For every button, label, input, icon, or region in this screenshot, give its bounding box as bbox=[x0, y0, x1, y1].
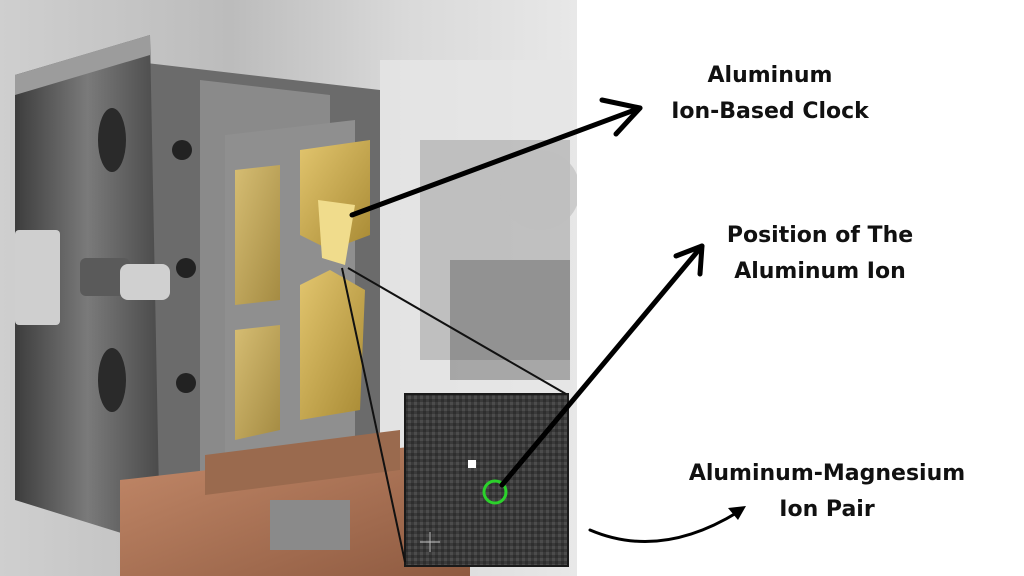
label-ion-pair: Aluminum-Magnesium Ion Pair bbox=[672, 456, 982, 528]
label-position-line2: Aluminum Ion bbox=[734, 259, 906, 284]
label-pair-line2: Ion Pair bbox=[779, 497, 875, 522]
ion-marker-circle bbox=[482, 479, 508, 505]
label-clock-line2: Ion-Based Clock bbox=[671, 99, 869, 124]
label-aluminum-clock: Aluminum Ion-Based Clock bbox=[640, 58, 900, 130]
label-position-line1: Position of The bbox=[726, 223, 914, 248]
apparatus-photo bbox=[0, 0, 577, 576]
ion-spot bbox=[468, 460, 476, 468]
crosshair-icon bbox=[420, 532, 440, 552]
label-ion-position: Position of The Aluminum Ion bbox=[700, 218, 940, 290]
apparatus-illustration bbox=[15, 35, 577, 576]
label-pair-line1: Aluminum-Magnesium bbox=[688, 461, 966, 486]
ion-camera-inset bbox=[404, 393, 569, 567]
label-clock-line1: Aluminum bbox=[707, 63, 833, 88]
